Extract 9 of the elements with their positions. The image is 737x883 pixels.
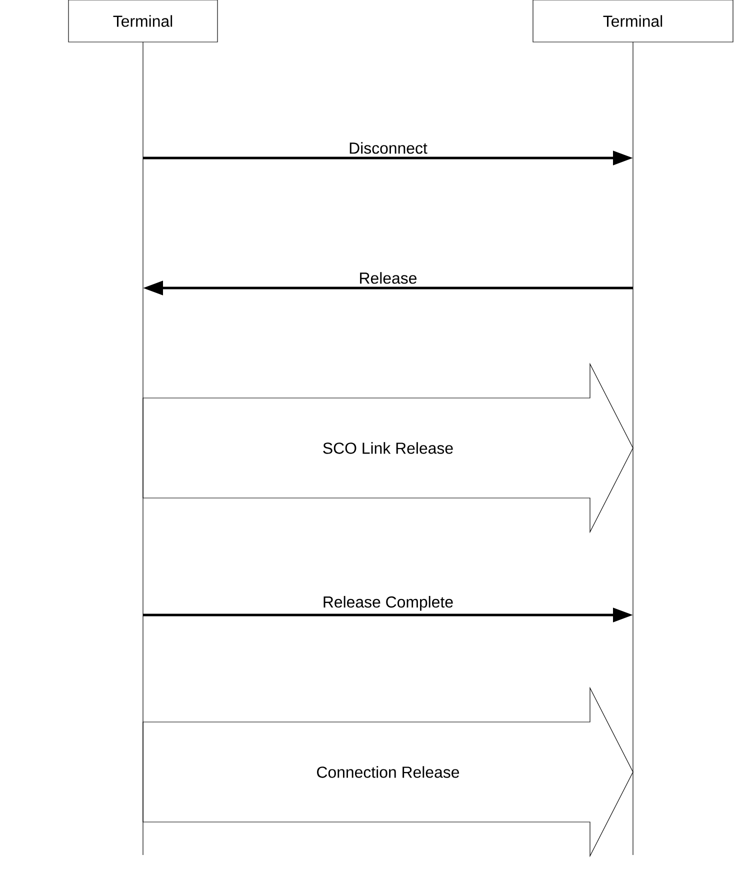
block-arrow — [142, 686, 634, 858]
edge-label: Disconnect — [348, 141, 428, 155]
edge-label: Connection Release — [317, 766, 460, 778]
participant-box: Terminal — [532, 0, 734, 42]
participant-box: Terminal — [68, 0, 218, 42]
edge-label: Release — [358, 271, 418, 285]
edge-label: Release Complete — [321, 594, 455, 612]
edge-label: SCO Link Release — [323, 442, 453, 454]
block-arrow — [142, 362, 634, 534]
